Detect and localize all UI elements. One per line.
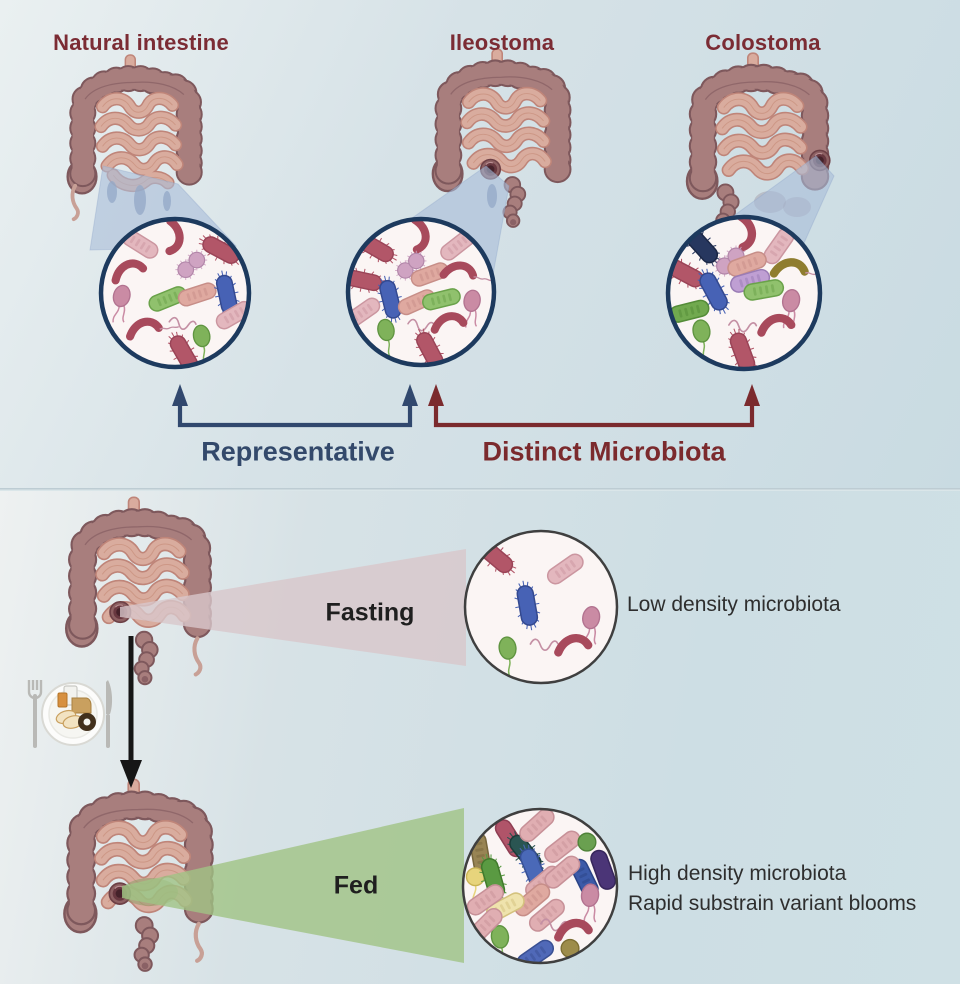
microbiota-circle-fed: [461, 807, 619, 965]
fed-caption: High density microbiota Rapid substrain …: [628, 859, 916, 919]
ileostoma-illustration: [431, 48, 572, 228]
down-arrow-icon: [120, 636, 142, 788]
distinct-microbiota-label: Distinct Microbiota: [482, 436, 726, 467]
fed-beam: [122, 808, 464, 963]
ileostoma-heading: Ileostoma: [449, 30, 555, 55]
microbiota-circle-colostoma: [665, 214, 823, 372]
effluent-drips: [107, 181, 497, 215]
representative-bracket-arrows: [172, 384, 418, 428]
representative-label: Representative: [201, 436, 395, 467]
natural-intestine-illustration: [66, 54, 203, 222]
food-icon: [55, 685, 96, 731]
colostoma-heading: Colostoma: [705, 30, 821, 55]
fed-label: Fed: [333, 871, 379, 900]
fasting-label: Fasting: [325, 598, 415, 627]
natural-intestine-heading: Natural intestine: [53, 30, 229, 55]
colostoma-illustration: [685, 52, 831, 237]
fasting-intestine-illustration: [64, 496, 212, 686]
microbiota-circle-ileostoma: [345, 216, 497, 368]
meal-icon: [27, 680, 113, 748]
fasting-caption: Low density microbiota: [627, 593, 841, 616]
knife-icon: [106, 680, 113, 748]
microbiota-circle-natural: [98, 216, 252, 370]
section-divider: [0, 488, 960, 491]
microbiota-circle-fasting: [463, 529, 619, 685]
distinct-bracket-arrows: [428, 384, 760, 428]
fasting-beam: [120, 549, 466, 666]
fed-caption-line1: High density microbiota: [628, 862, 847, 885]
fed-caption-line2: Rapid substrain variant blooms: [628, 892, 917, 915]
fork-icon: [27, 680, 43, 748]
